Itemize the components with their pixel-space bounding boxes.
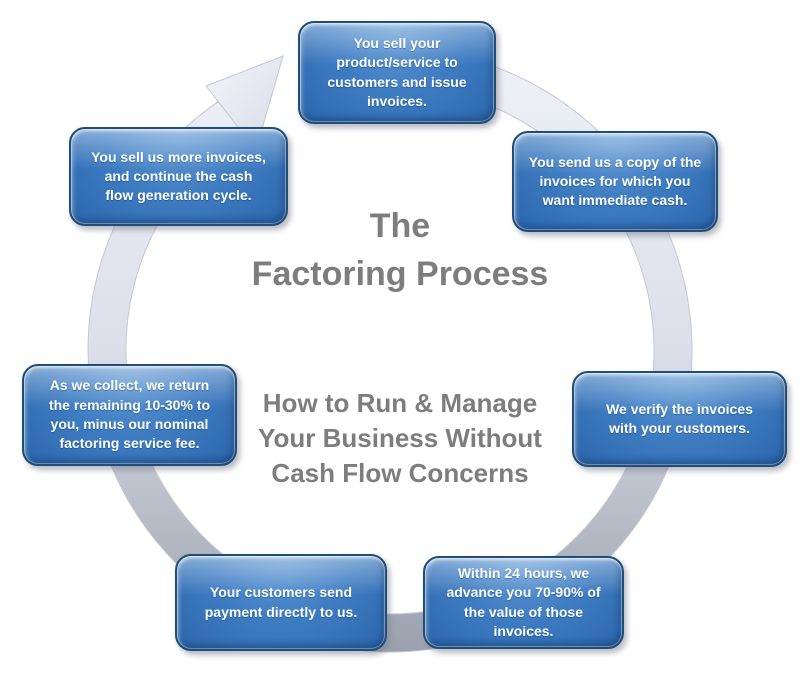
step-line: product/service to	[336, 54, 458, 71]
step-line: flow generation cycle.	[105, 187, 252, 204]
step-line: the remaining 10-30% to	[48, 396, 211, 413]
step-line: invoices.	[367, 92, 427, 109]
step-line: You send us a copy of the	[528, 153, 702, 170]
step-line: Your customers send	[209, 584, 353, 601]
step-text: You sell your product/service to custome…	[327, 34, 466, 111]
step-text: Your customers send payment directly to …	[205, 583, 357, 622]
step-line: you, minus our nominal	[50, 416, 209, 432]
step-box-continue-cycle: You sell us more invoices, and continue …	[69, 127, 288, 226]
step-box-customer-payment: Your customers send payment directly to …	[175, 554, 387, 651]
step-line: invoices.	[493, 622, 554, 639]
subtitle-line: Your Business Without	[258, 423, 542, 454]
title-line: The	[369, 207, 431, 245]
step-text: As we collect, we return the remaining 1…	[49, 376, 210, 453]
step-line: You sell your	[353, 34, 441, 51]
step-text: You sell us more invoices, and continue …	[91, 148, 266, 206]
step-line: want immediate cash.	[542, 192, 688, 209]
arrow-head-icon	[205, 55, 284, 152]
step-line: customers and issue	[327, 73, 467, 90]
step-box-return-remainder: As we collect, we return the remaining 1…	[22, 364, 237, 466]
step-box-send-invoices: You send us a copy of the invoices for w…	[512, 131, 718, 232]
step-line: with your customers.	[609, 420, 750, 436]
diagram-subtitle: How to Run & Manage Your Business Withou…	[215, 386, 585, 491]
step-line: As we collect, we return	[49, 377, 210, 394]
step-line: invoices for which you	[539, 172, 691, 189]
step-line: and continue the cash	[104, 167, 253, 184]
step-box-verify-invoices: We verify the invoices with your custome…	[572, 371, 787, 467]
step-text: Within 24 hours, we advance you 70-90% o…	[446, 564, 600, 641]
title-line: Factoring Process	[251, 254, 549, 293]
step-line: You sell us more invoices,	[91, 148, 266, 165]
step-line: payment directly to us.	[204, 603, 358, 620]
step-line: advance you 70-90% of	[446, 584, 601, 601]
diagram-title: The Factoring Process	[215, 203, 585, 298]
step-line: the value of those	[463, 603, 584, 620]
step-box-advance-cash: Within 24 hours, we advance you 70-90% o…	[423, 556, 624, 649]
subtitle-line: Cash Flow Concerns	[271, 458, 529, 489]
step-line: factoring service fee.	[59, 435, 200, 452]
step-line: We verify the invoices	[606, 400, 753, 417]
step-box-sell-product: You sell your product/service to custome…	[298, 21, 496, 124]
subtitle-line: How to Run & Manage	[262, 388, 538, 418]
step-text: We verify the invoices with your custome…	[606, 400, 753, 439]
step-text: You send us a copy of the invoices for w…	[529, 153, 701, 211]
step-line: Within 24 hours, we	[457, 564, 590, 581]
